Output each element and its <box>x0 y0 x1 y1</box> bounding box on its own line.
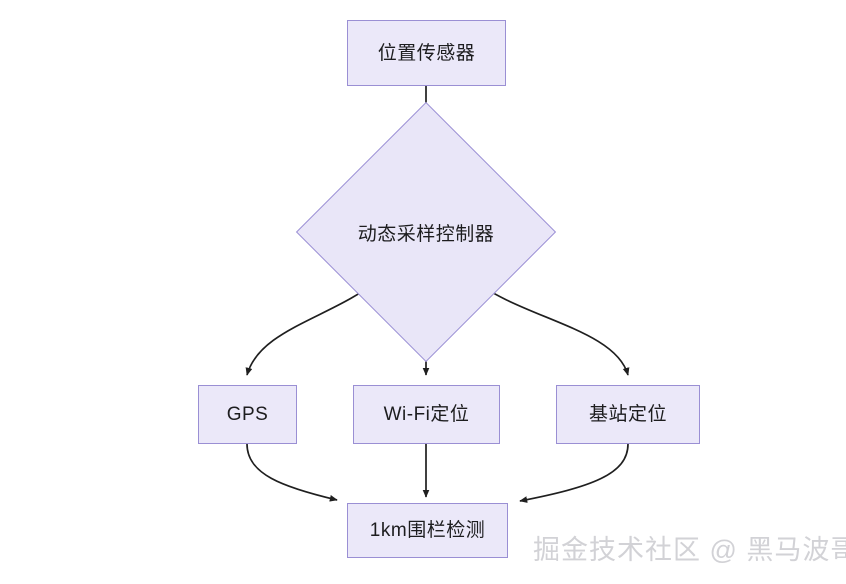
node-wifi-positioning-label: Wi-Fi定位 <box>383 404 470 425</box>
node-position-sensor[interactable]: 位置传感器 <box>347 20 506 86</box>
node-gps[interactable]: GPS <box>198 385 297 444</box>
edge-gps-to-geofence <box>246 443 338 502</box>
node-geofence-detection[interactable]: 1km围栏检测 <box>347 503 508 558</box>
node-cell-tower-positioning[interactable]: 基站定位 <box>556 385 700 444</box>
edge-cell-to-geofence <box>519 443 629 503</box>
node-geofence-detection-label: 1km围栏检测 <box>369 520 486 541</box>
node-cell-tower-positioning-label: 基站定位 <box>588 404 667 425</box>
watermark: 掘金技术社区 @ 黑马波哥 <box>533 535 846 565</box>
node-gps-label: GPS <box>226 404 269 425</box>
node-wifi-positioning[interactable]: Wi-Fi定位 <box>353 385 500 444</box>
node-position-sensor-label: 位置传感器 <box>377 42 476 64</box>
